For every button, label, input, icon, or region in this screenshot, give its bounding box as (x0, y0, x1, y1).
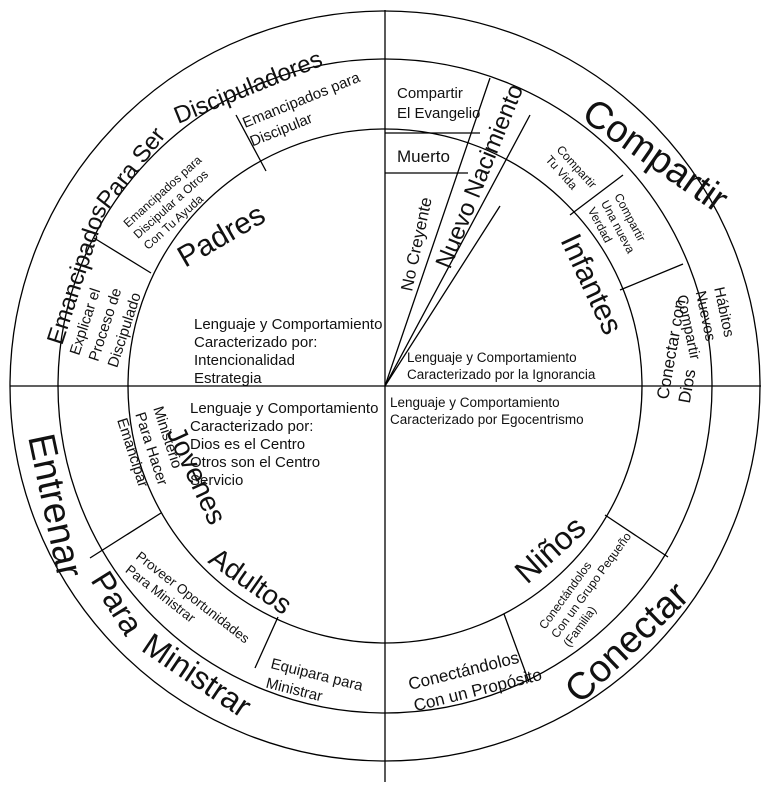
step-conectandolos-proposito: Conectándolos Con un Propósito (406, 644, 543, 716)
desc-ninos: Lenguaje y Comportamiento Caracterizado … (390, 395, 584, 427)
step-compartir-evangelio: Compartir El Evangelio (397, 85, 480, 122)
desc-padres: Lenguaje y Comportamiento Caracterizado … (194, 316, 387, 387)
sep-infantes-2 (619, 263, 684, 291)
step-no-creyente: No Creyente (397, 196, 435, 293)
sep-ninos-2 (503, 613, 530, 683)
sep-ninos-1 (604, 514, 669, 558)
sep-infantes-1 (569, 174, 624, 216)
desc-jovenes: Lenguaje y Comportamiento Caracterizado … (190, 400, 383, 489)
step-explicar-proceso: Explicar el Proceso de Discipulado (67, 276, 146, 370)
sep-jovenes-1 (89, 512, 162, 559)
sep-padres-1 (235, 114, 267, 172)
step-muerto: Muerto (397, 147, 450, 166)
sep-padres-2 (93, 237, 152, 274)
wedge-line-left-inner (384, 77, 491, 387)
wedge-line-right (384, 205, 501, 387)
desc-infantes: Lenguaje y Comportamiento Caracterizado … (407, 350, 596, 382)
sep-jovenes-2 (254, 616, 279, 669)
wedge-line-left (384, 114, 531, 387)
step-compartir-vida: Compartir Tu Vida (543, 143, 602, 204)
stage-infantes: Infantes (554, 229, 629, 340)
